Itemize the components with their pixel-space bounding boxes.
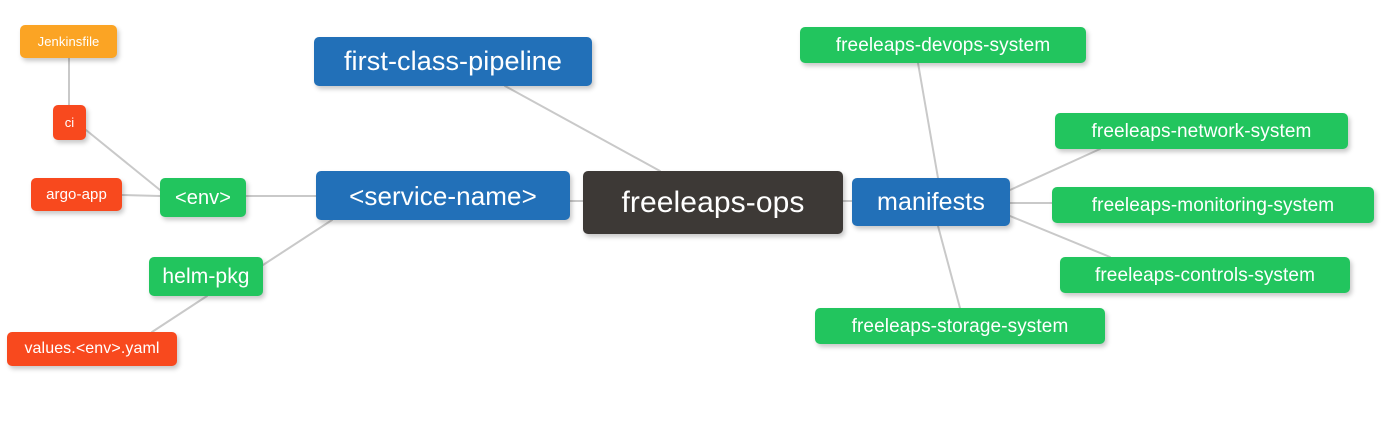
node-label-env: <env> <box>174 186 232 209</box>
node-label-freeleaps-ops: freeleaps-ops <box>621 185 805 219</box>
node-freeleaps-network-system[interactable]: freeleaps-network-system <box>1055 113 1348 149</box>
edge-helm-pkg-to-service-name <box>262 219 333 266</box>
edge-manifests-to-freeleaps-devops-system <box>917 62 939 179</box>
edge-values-yaml-to-helm-pkg <box>151 295 208 333</box>
node-label-helm-pkg: helm-pkg <box>162 265 250 288</box>
edge-first-class-pipeline-to-freeleaps-ops <box>504 85 661 172</box>
node-helm-pkg[interactable]: helm-pkg <box>149 257 263 296</box>
node-label-freeleaps-controls-system: freeleaps-controls-system <box>1094 264 1316 286</box>
node-freeleaps-devops-system[interactable]: freeleaps-devops-system <box>800 27 1086 63</box>
node-freeleaps-ops[interactable]: freeleaps-ops <box>583 171 843 234</box>
node-label-values-yaml: values.<env>.yaml <box>24 340 160 357</box>
node-argo-app[interactable]: argo-app <box>31 178 122 211</box>
node-label-freeleaps-monitoring-system: freeleaps-monitoring-system <box>1091 194 1335 216</box>
edge-argo-app-to-env <box>121 194 161 197</box>
node-label-freeleaps-devops-system: freeleaps-devops-system <box>835 34 1051 56</box>
node-label-ci: ci <box>64 115 75 130</box>
node-label-freeleaps-network-system: freeleaps-network-system <box>1091 120 1312 142</box>
node-label-manifests: manifests <box>877 187 985 216</box>
node-freeleaps-monitoring-system[interactable]: freeleaps-monitoring-system <box>1052 187 1374 223</box>
node-freeleaps-storage-system[interactable]: freeleaps-storage-system <box>815 308 1105 344</box>
node-first-class-pipeline[interactable]: first-class-pipeline <box>314 37 592 86</box>
node-label-first-class-pipeline: first-class-pipeline <box>343 46 563 76</box>
edge-manifests-to-freeleaps-network-system <box>1009 148 1101 191</box>
edge-manifests-to-freeleaps-storage-system <box>937 225 961 309</box>
node-freeleaps-controls-system[interactable]: freeleaps-controls-system <box>1060 257 1350 293</box>
node-manifests[interactable]: manifests <box>852 178 1010 226</box>
node-service-name[interactable]: <service-name> <box>316 171 570 220</box>
node-label-freeleaps-storage-system: freeleaps-storage-system <box>851 315 1069 337</box>
node-label-jenkinsfile: Jenkinsfile <box>37 34 100 49</box>
node-jenkinsfile[interactable]: Jenkinsfile <box>20 25 117 58</box>
node-ci[interactable]: ci <box>53 105 86 140</box>
node-env[interactable]: <env> <box>160 178 246 217</box>
node-label-service-name: <service-name> <box>349 180 537 211</box>
node-label-argo-app: argo-app <box>46 186 107 203</box>
node-values-yaml[interactable]: values.<env>.yaml <box>7 332 177 366</box>
